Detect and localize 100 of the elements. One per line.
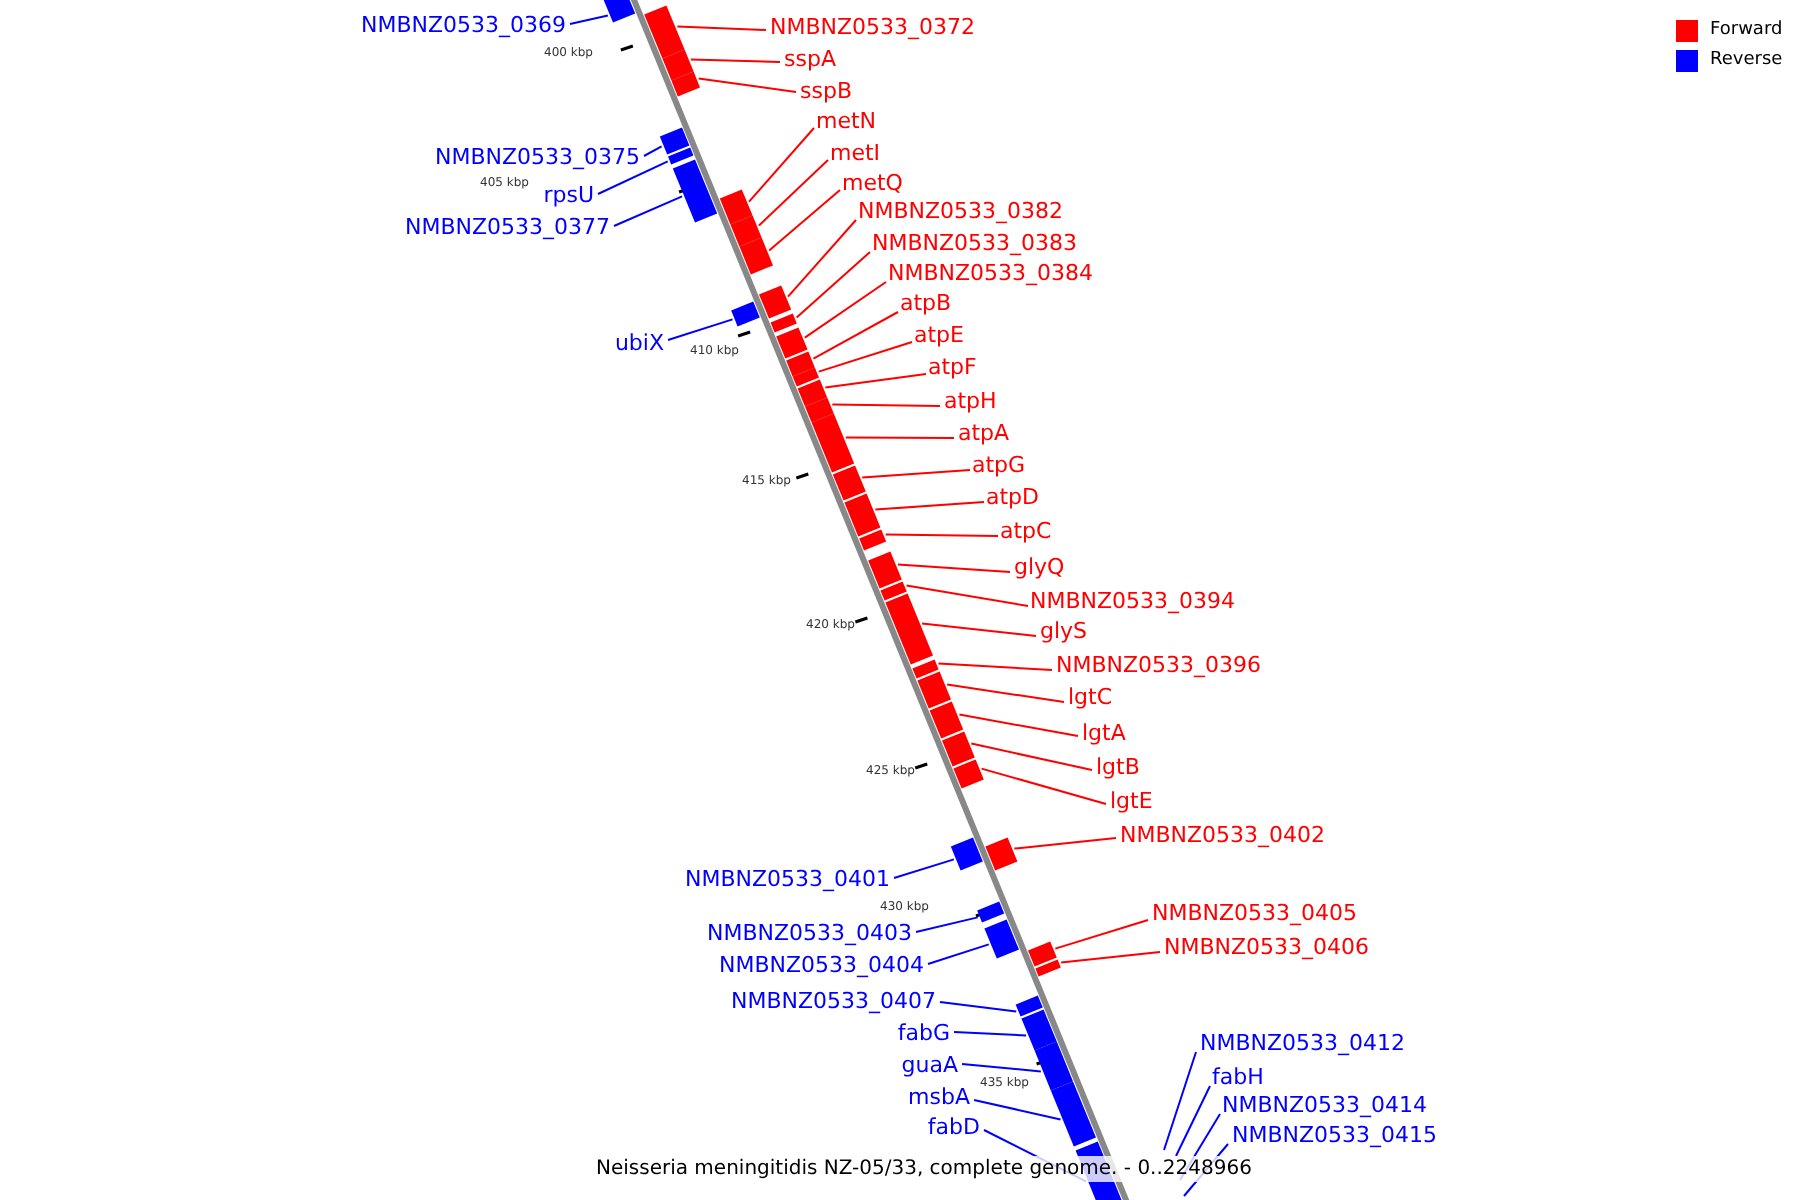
leader-line (973, 1099, 1062, 1121)
gene-label: atpE (914, 322, 964, 348)
gene-label: NMBNZ0533_0396 (1056, 652, 1262, 678)
gene-block (739, 237, 773, 275)
gene-block (1028, 941, 1057, 967)
leader-line (961, 1063, 1042, 1073)
leader-line (1060, 951, 1161, 964)
gene-label: NMBNZ0533_0382 (858, 198, 1064, 224)
gene-block (776, 327, 808, 359)
gene-label: guaA (901, 1052, 958, 1078)
caption: Neisseria meningitidis NZ-05/33, complete genome. - 0..2248966 (596, 1156, 1252, 1182)
gene-label: NMBNZ0533_0414 (1222, 1092, 1428, 1118)
gene-label: sspA (784, 46, 836, 72)
leader-line (874, 501, 985, 511)
leader-line (905, 584, 1029, 607)
gene-label: atpB (900, 290, 952, 316)
gene-block (1034, 1041, 1073, 1091)
leader-line (569, 14, 609, 25)
gene-label: NMBNZ0533_0372 (770, 14, 976, 40)
gene-label: NMBNZ0533_0415 (1232, 1122, 1438, 1148)
gene-label: metN (816, 108, 877, 134)
gene-label: metQ (842, 170, 903, 196)
gene-label: atpH (944, 388, 997, 414)
gene-block (985, 837, 1018, 871)
gene-block (885, 593, 933, 665)
leader-line (803, 281, 887, 339)
gene-block (929, 701, 964, 739)
legend-label: Reverse (1710, 50, 1783, 72)
gene-block (659, 127, 690, 155)
gene-block (1050, 1081, 1096, 1147)
leader-line (927, 943, 990, 965)
leader-line (787, 219, 857, 298)
gene-block (672, 159, 718, 223)
leader-line (970, 742, 1093, 771)
leader-line (757, 159, 829, 227)
legend-label: Forward (1710, 20, 1783, 42)
gene-label: glyQ (1014, 554, 1065, 580)
leader-line (1175, 1085, 1211, 1157)
gene-label: atpC (1000, 518, 1052, 544)
leader-line (597, 160, 669, 195)
gene-label: lgtE (1110, 788, 1153, 814)
gene-block (792, 367, 819, 387)
gene-block (668, 147, 694, 165)
gene-label: rpsU (543, 182, 594, 208)
gene-label: fabG (897, 1020, 950, 1046)
gene-label: lgtC (1068, 684, 1113, 710)
leader-line (689, 58, 781, 63)
leader-line (893, 858, 955, 879)
gene-block (942, 731, 975, 767)
gene-label: NMBNZ0533_0404 (718, 952, 924, 978)
gene-block (599, 0, 636, 23)
gene-block (1015, 995, 1043, 1017)
leader-line (953, 1031, 1028, 1037)
gene-label: NMBNZ0533_0405 (1152, 900, 1358, 926)
gene-block (859, 529, 887, 551)
leader-line (1163, 1051, 1197, 1151)
gene-block (770, 313, 797, 333)
leader-line (946, 683, 1065, 703)
leader-line (676, 25, 767, 31)
leader-line (817, 341, 913, 373)
leader-line (915, 916, 979, 933)
leader-line (613, 195, 684, 227)
gene-label: NMBNZ0533_0377 (404, 214, 610, 240)
gene-label: NMBNZ0533_0383 (872, 230, 1078, 256)
leader-line (795, 251, 871, 319)
leader-line (748, 127, 815, 203)
leader-line (884, 533, 999, 537)
gene-block (977, 901, 1005, 923)
gene-block (662, 49, 694, 81)
gene-label: atpA (958, 420, 1010, 446)
leader-line (980, 767, 1107, 805)
gene-block (731, 301, 760, 327)
leader-line (896, 563, 1011, 573)
leader-line (958, 713, 1079, 737)
gene-label: glyS (1040, 618, 1088, 644)
gene-label: atpF (928, 354, 977, 380)
gene-label: ubiX (614, 330, 664, 356)
leader-line (812, 311, 899, 360)
gene-label: lgtA (1082, 720, 1126, 746)
gene-label: lgtB (1096, 754, 1140, 780)
gene-label: NMBNZ0533_0384 (888, 260, 1094, 286)
gene-label: atpD (986, 484, 1040, 510)
leader-line (768, 189, 841, 252)
gene-label: NMBNZ0533_0406 (1164, 934, 1370, 960)
leader-line (831, 403, 941, 407)
leader-line (1054, 919, 1149, 950)
gene-label: NMBNZ0533_0401 (684, 866, 890, 892)
gene-block (730, 215, 762, 247)
gene-label: fabD (927, 1114, 980, 1140)
gene-label: NMBNZ0533_0403 (706, 920, 912, 946)
gene-label: NMBNZ0533_0375 (434, 144, 640, 170)
gene-label: sspB (800, 78, 852, 104)
gene-block (671, 71, 700, 97)
gene-block (797, 379, 828, 407)
gene-label: NMBNZ0533_0369 (360, 12, 566, 38)
gene-label: NMBNZ0533_0402 (1120, 822, 1326, 848)
gene-block (832, 465, 866, 501)
gene-block (950, 837, 983, 871)
leader-line (1013, 837, 1117, 850)
gene-label: fabH (1212, 1064, 1264, 1090)
